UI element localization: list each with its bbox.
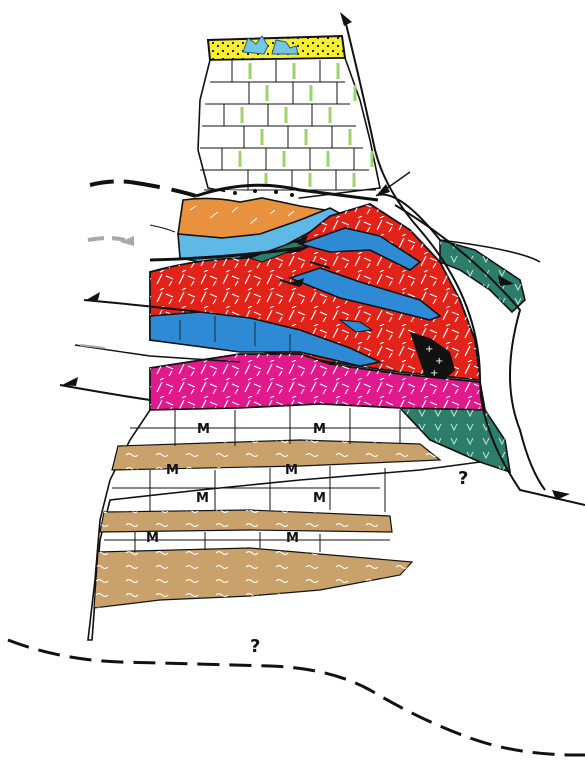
marble-label: M: [196, 491, 209, 506]
question-mark-bottom: ?: [250, 636, 260, 657]
marble-label: M: [286, 531, 299, 546]
lower-marble-sequence: [88, 404, 480, 640]
svg-text:+: +: [425, 344, 433, 355]
surface-cover-unit: [208, 36, 345, 60]
marble-label: M: [166, 463, 179, 478]
marble-label: M: [285, 463, 298, 478]
upper-limestone-column: [198, 58, 380, 198]
marble-label: M: [313, 491, 326, 506]
marble-label: M: [197, 422, 210, 437]
basement-boundary-dashed: [8, 640, 585, 755]
question-mark-right: ?: [458, 468, 468, 489]
marble-label: M: [146, 531, 159, 546]
svg-text:+: +: [435, 356, 443, 367]
marble-label: M: [313, 422, 326, 437]
